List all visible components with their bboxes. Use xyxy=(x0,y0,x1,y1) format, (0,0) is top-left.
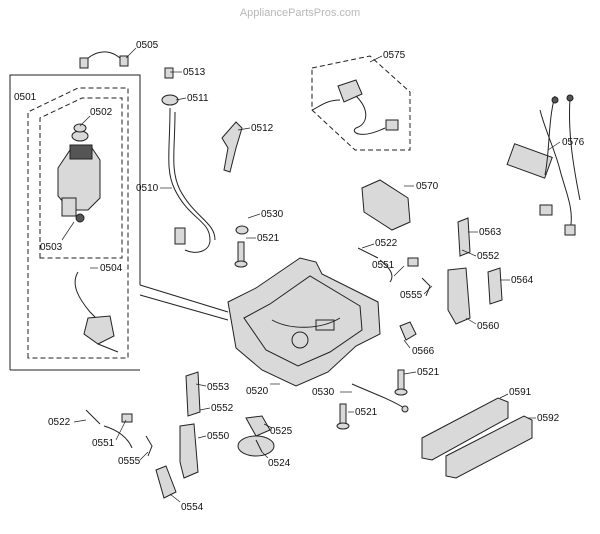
callout-0555-right: 0555 xyxy=(400,290,423,301)
callout-0513: 0513 xyxy=(183,67,206,78)
callout-0522-left: 0522 xyxy=(48,417,71,428)
callout-0553: 0553 xyxy=(207,382,230,393)
ground-wire-part xyxy=(351,383,405,409)
inlet-hose-part xyxy=(74,271,101,323)
callout-0555-left: 0555 xyxy=(118,456,141,467)
callout-0501: 0501 xyxy=(14,92,37,103)
callout-0552-right: 0552 xyxy=(477,251,500,262)
power-cable-part xyxy=(311,55,411,151)
connector-part-left xyxy=(121,413,133,423)
side-bracket-part xyxy=(487,267,503,305)
callout-0566: 0566 xyxy=(412,346,435,357)
wire-harness-part xyxy=(506,94,581,236)
callout-0521-right: 0521 xyxy=(417,367,440,378)
callout-0550: 0550 xyxy=(207,431,230,442)
control-module-part xyxy=(361,179,411,231)
base-tub-part xyxy=(227,257,381,387)
callout-0521-lower: 0521 xyxy=(355,407,378,418)
left-hinge-plate-part xyxy=(179,423,199,479)
callout-0503: 0503 xyxy=(40,242,63,253)
callout-0530-lower: 0530 xyxy=(312,387,335,398)
callout-0502: 0502 xyxy=(90,107,113,118)
clip-part xyxy=(221,121,243,173)
sensor-part-left xyxy=(85,409,133,449)
callout-0521-upper: 0521 xyxy=(257,233,280,244)
grommet-part xyxy=(235,225,249,235)
callout-0564: 0564 xyxy=(511,275,534,286)
hose-clamp-part xyxy=(83,315,115,345)
callout-0525: 0525 xyxy=(270,426,293,437)
callout-labels: 0505 0513 0511 0512 0510 0575 0501 0502 … xyxy=(14,40,585,513)
callout-0570: 0570 xyxy=(416,181,439,192)
inlet-valve-part xyxy=(57,130,101,223)
sensor-part-right xyxy=(357,247,393,283)
toe-kick-cover-part xyxy=(445,415,533,479)
callout-0512: 0512 xyxy=(251,123,274,134)
watermark-text: AppliancePartsPros.com xyxy=(240,7,360,19)
inlet-valve-assembly-frame xyxy=(9,74,229,371)
drain-hose-connector-part xyxy=(79,51,129,69)
screw-part xyxy=(234,241,248,268)
callout-0552-left: 0552 xyxy=(211,403,234,414)
washer-part xyxy=(73,123,87,133)
screw-part-lower-center xyxy=(336,403,350,430)
callout-0522-right: 0522 xyxy=(375,238,398,249)
lever-part xyxy=(245,415,271,437)
callout-0551-right: 0551 xyxy=(372,260,395,271)
callout-0575: 0575 xyxy=(383,50,406,61)
callout-0511: 0511 xyxy=(187,93,209,104)
callout-0530-upper: 0530 xyxy=(261,209,284,220)
callout-0510: 0510 xyxy=(136,183,159,194)
callout-0563: 0563 xyxy=(479,227,502,238)
float-switch-part xyxy=(399,321,417,341)
hinge-cover-part xyxy=(155,465,177,499)
callout-0524: 0524 xyxy=(268,458,291,469)
callout-0576: 0576 xyxy=(562,137,585,148)
wire-clip-part xyxy=(421,277,431,297)
leader-lines xyxy=(61,47,561,503)
water-hose-part xyxy=(161,67,216,253)
callout-0592: 0592 xyxy=(537,413,560,424)
callout-0504: 0504 xyxy=(100,263,123,274)
callout-0520: 0520 xyxy=(246,386,269,397)
screw-part-lower-right xyxy=(394,369,408,396)
callout-0551-left: 0551 xyxy=(92,438,115,449)
connector-part xyxy=(407,257,419,267)
callout-0505: 0505 xyxy=(136,40,159,51)
door-hinge-bracket-part xyxy=(457,217,471,257)
callout-0560: 0560 xyxy=(477,321,500,332)
toe-kick-panel-part xyxy=(421,397,509,461)
callout-0591: 0591 xyxy=(509,387,532,398)
callout-0554: 0554 xyxy=(181,502,204,513)
left-hinge-bracket-part xyxy=(185,371,201,417)
wire-clip-part-left xyxy=(145,435,153,457)
disk-part xyxy=(237,435,275,457)
hinge-plate-part xyxy=(447,267,471,325)
